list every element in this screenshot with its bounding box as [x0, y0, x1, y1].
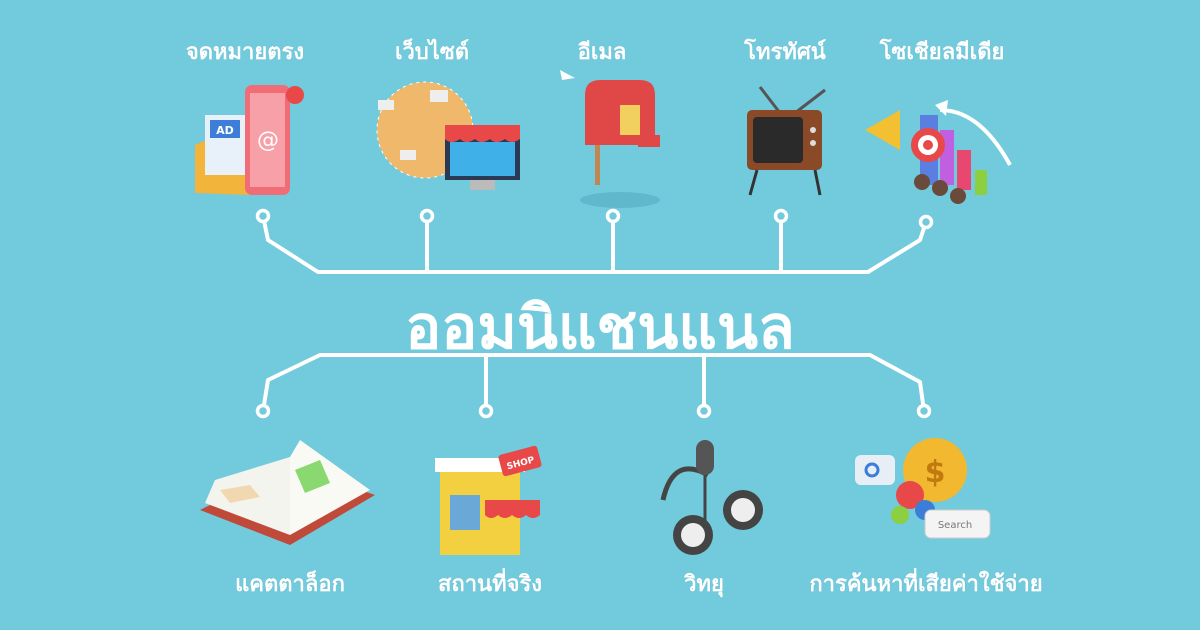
node-dot: [918, 214, 934, 230]
label-social-media: โซเชียลมีเดีย: [879, 40, 1005, 65]
label-paid-search: การค้นหาที่เสียค่าใช้จ่าย: [809, 572, 1043, 597]
label-television: โทรทัศน์: [744, 40, 826, 65]
svg-text:@: @: [257, 128, 279, 153]
svg-text:AD: AD: [216, 124, 234, 137]
main-title: ออมนิแชนแนล: [405, 293, 795, 363]
label-email: อีเมล: [577, 40, 627, 65]
catalog-book-icon: [200, 440, 375, 545]
label-direct-mail: จดหมายตรง: [185, 40, 305, 65]
radio-microphone-icon: [660, 440, 763, 555]
node-dot: [605, 208, 621, 224]
node-dot: [916, 403, 932, 419]
node-dot: [255, 208, 271, 224]
label-radio: วิทยุ: [684, 572, 724, 597]
label-catalog: แคตตาล็อก: [235, 572, 345, 597]
shop-icon: SHOP: [435, 445, 542, 555]
television-icon: [747, 86, 826, 196]
node-dot: [773, 208, 789, 224]
node-dot: [478, 403, 494, 419]
node-dot: [419, 208, 435, 224]
website-icon: [376, 81, 520, 190]
node-dot: [255, 403, 271, 419]
email-mailbox-icon: [560, 70, 660, 208]
svg-text:Search: Search: [938, 520, 972, 531]
node-dot: [696, 403, 712, 419]
svg-text:$: $: [925, 455, 946, 490]
paid-search-icon: $ Search: [855, 438, 991, 539]
label-physical-store: สถานที่จริง: [437, 572, 543, 597]
direct-mail-icon: AD @: [195, 85, 304, 195]
label-website: เว็บไซต์: [394, 40, 470, 65]
social-media-icon: [865, 100, 1012, 204]
